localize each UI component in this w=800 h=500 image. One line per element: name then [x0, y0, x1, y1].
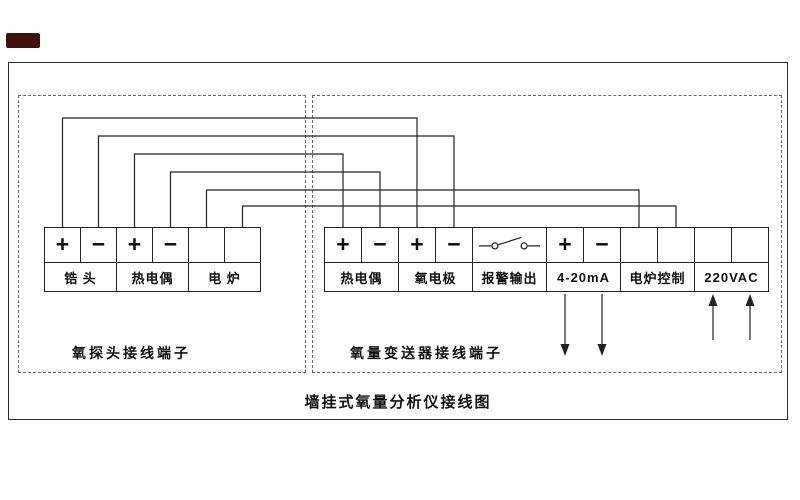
terminal-cell: −	[584, 228, 620, 262]
terminal-cell: −	[436, 228, 472, 262]
group-label-alarm-output: 报警输出	[473, 263, 546, 291]
terminal-cell	[189, 228, 224, 262]
terminal-cell	[621, 228, 657, 262]
terminal-cell: −	[362, 228, 398, 262]
diagram-caption: 墙挂式氧量分析仪接线图	[304, 394, 492, 411]
group-label-zirconia: 锆 头	[45, 263, 116, 291]
group-label-oxygen-electrode: 氧电极	[399, 263, 472, 291]
watermark-logo	[6, 33, 40, 48]
terminal-cell: +	[325, 228, 361, 262]
terminal-cell	[225, 228, 260, 262]
alarm-contact-cell	[473, 228, 546, 262]
terminal-cell: +	[117, 228, 152, 262]
group-label-thermocouple: 热电偶	[117, 263, 188, 291]
group-label-furnace-control: 电炉控制	[621, 263, 694, 291]
group-label-furnace: 电 炉	[189, 263, 260, 291]
transmitter-terminal-dashed-box	[312, 95, 782, 373]
diagram-outer-frame	[8, 62, 788, 420]
terminal-cell: +	[45, 228, 80, 262]
relay-contact-icon	[478, 236, 541, 250]
group-label-220vac: 220VAC	[695, 263, 768, 291]
probe-terminal-dashed-box	[18, 95, 306, 373]
probe-terminal-block: + − + − 锆 头 热电偶 电 炉	[44, 227, 261, 292]
group-label-thermocouple: 热电偶	[325, 263, 398, 291]
group-label-4-20ma: 4-20mA	[547, 263, 620, 291]
terminal-cell: +	[399, 228, 435, 262]
terminal-cell	[695, 228, 731, 262]
terminal-cell: −	[153, 228, 188, 262]
terminal-cell: −	[81, 228, 116, 262]
terminal-cell	[732, 228, 768, 262]
transmitter-box-title: 氧量变送器接线端子	[350, 345, 503, 361]
terminal-cell: +	[547, 228, 583, 262]
probe-box-title: 氧探头接线端子	[72, 345, 191, 361]
terminal-cell	[658, 228, 694, 262]
transmitter-terminal-block: + − + − + − 热电偶 氧电极 报警输出 4-20mA 电炉控制 2	[324, 227, 769, 292]
